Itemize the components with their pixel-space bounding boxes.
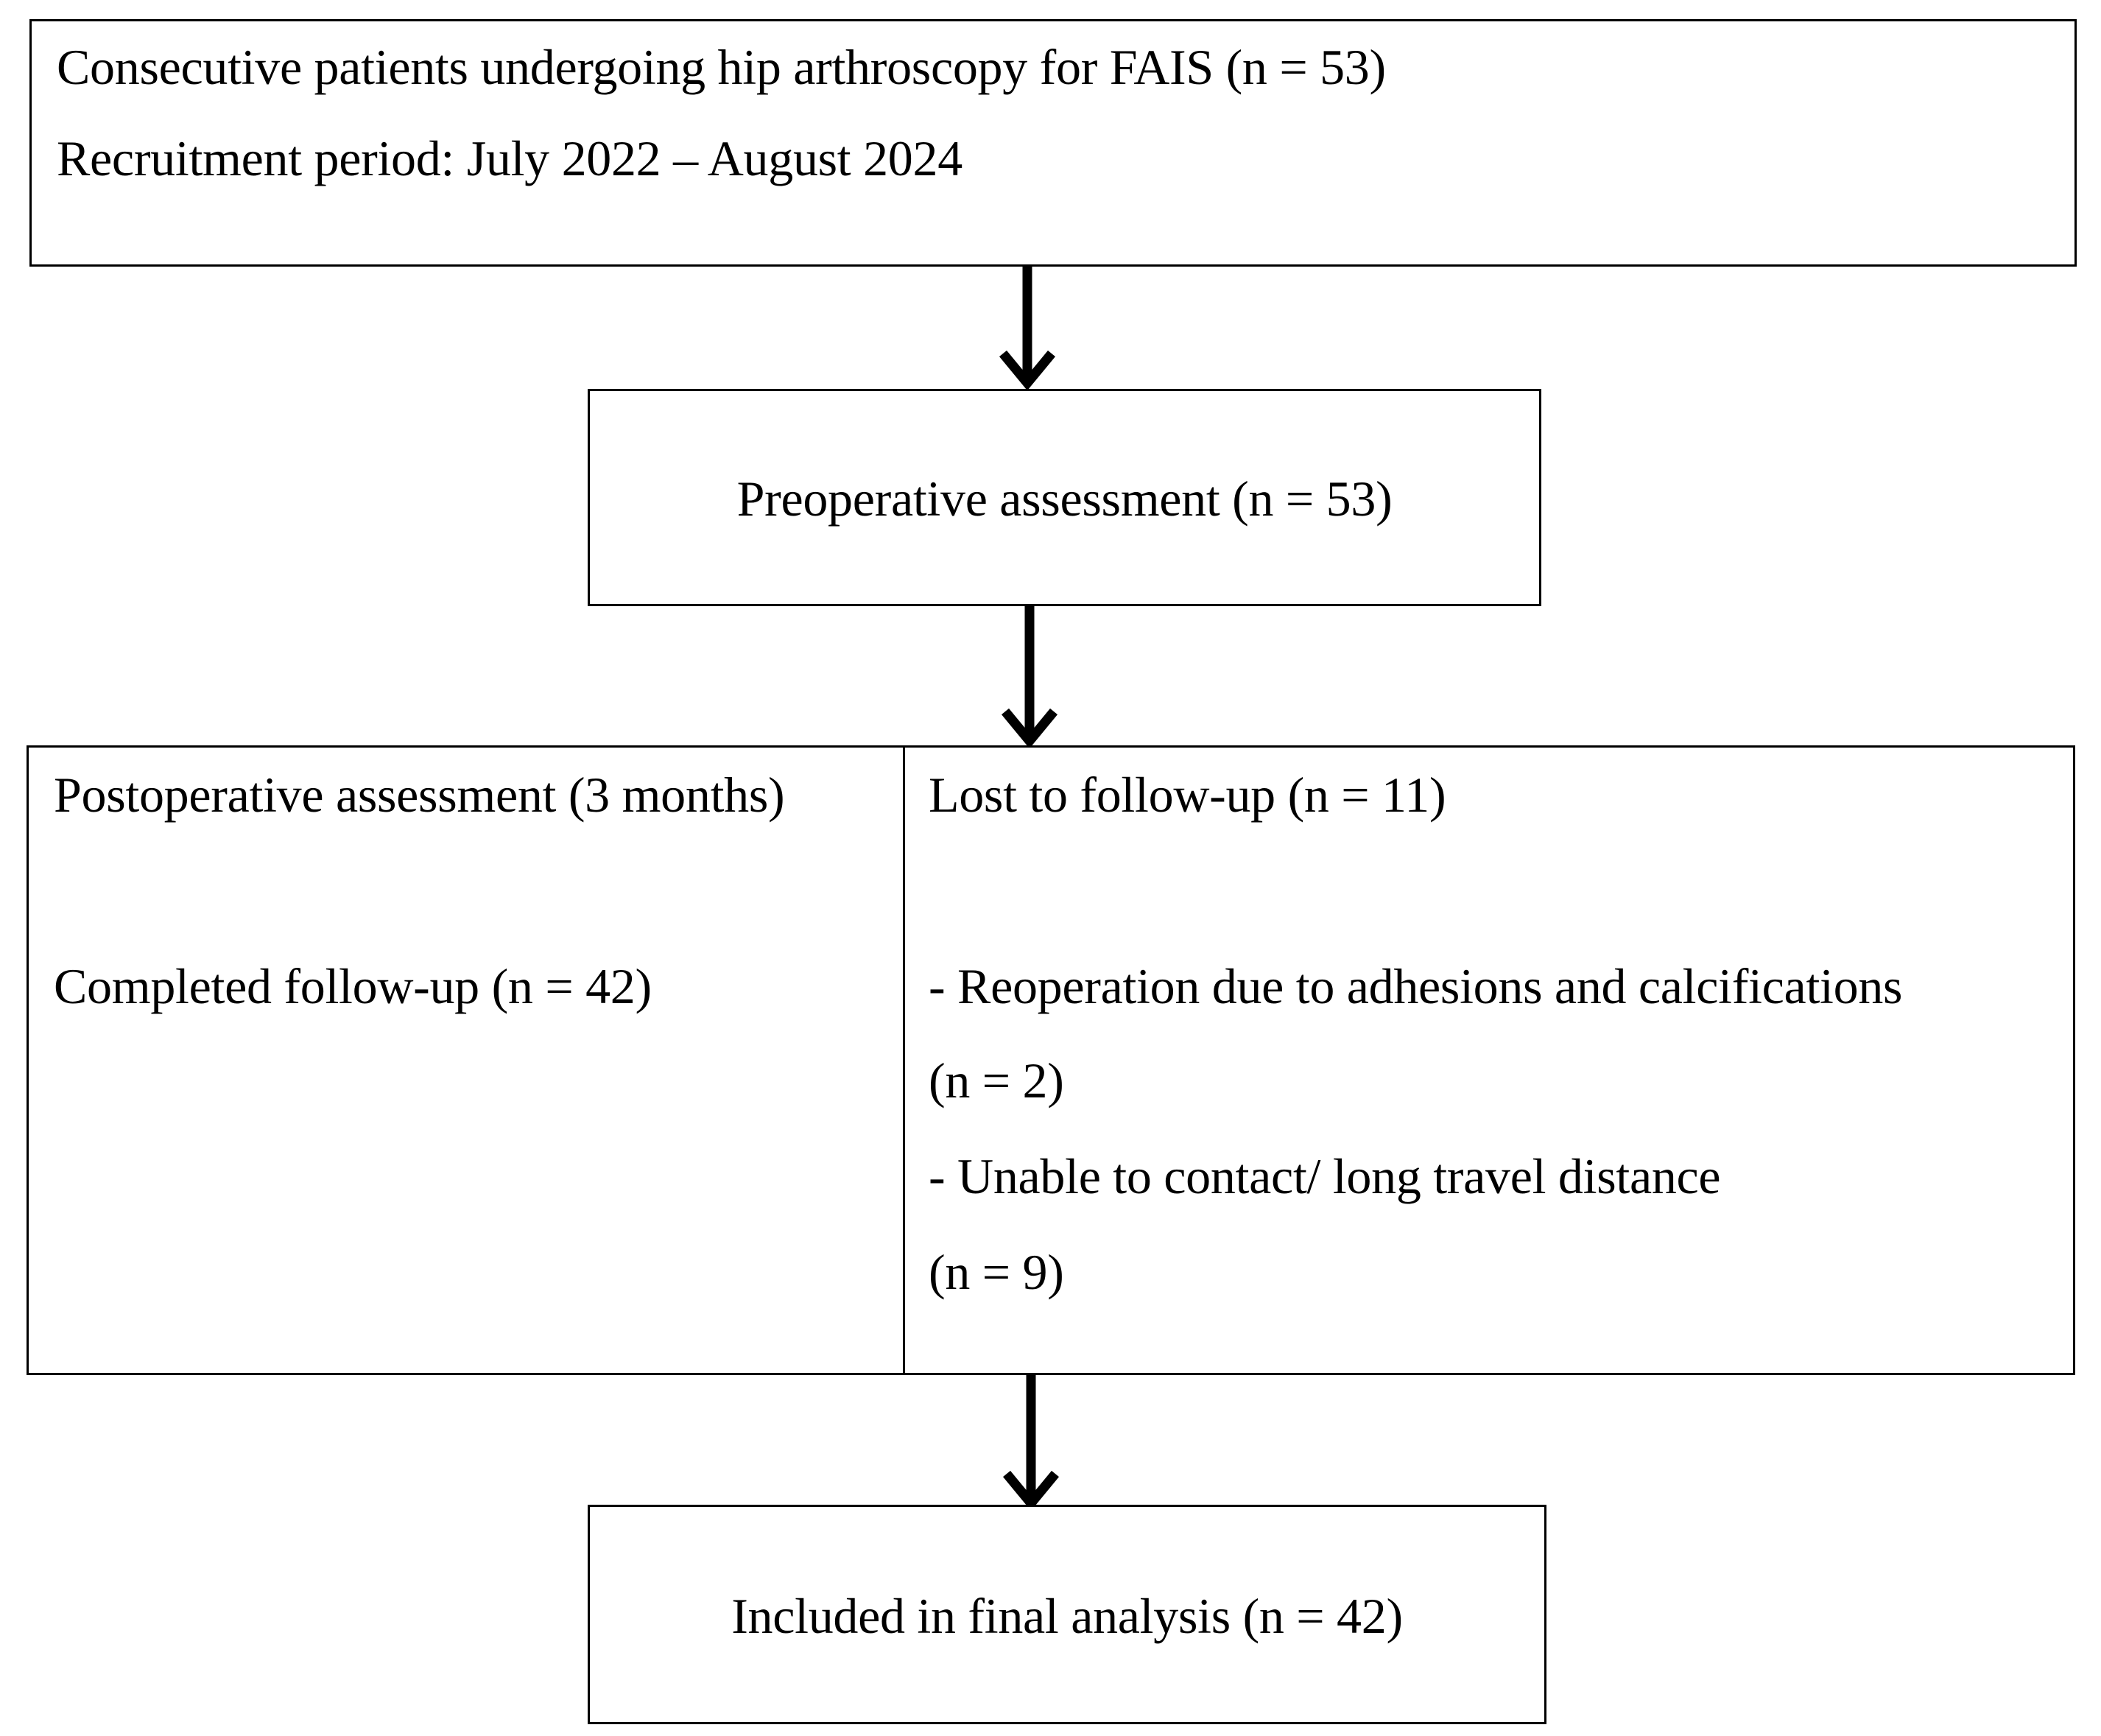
preoperative-box: Preoperative assessment (n = 53) — [588, 389, 1541, 606]
reason-unable-contact-line-1: - Unable to contact/ long travel distanc… — [929, 1148, 1721, 1204]
reason-unable-contact-line-2: (n = 9) — [929, 1244, 1064, 1300]
follow-up-divider — [903, 748, 905, 1373]
completed-follow-up: Completed follow-up (n = 42) — [54, 958, 652, 1014]
preoperative-label: Preoperative assessment (n = 53) — [736, 471, 1393, 527]
recruitment-line-2: Recruitment period: July 2022 – August 2… — [57, 130, 962, 186]
recruitment-box: Consecutive patients undergoing hip arth… — [29, 19, 2077, 267]
final-analysis-label: Included in final analysis (n = 42) — [731, 1588, 1403, 1644]
recruitment-line-1: Consecutive patients undergoing hip arth… — [57, 39, 1386, 95]
reason-reoperation-line-2: (n = 2) — [929, 1053, 1064, 1108]
arrow-down-3 — [1002, 1375, 1060, 1511]
follow-up-box: Postoperative assessment (3 months) Comp… — [27, 745, 2075, 1375]
postoperative-title: Postoperative assessment (3 months) — [54, 767, 785, 823]
reason-reoperation-line-1: - Reoperation due to adhesions and calci… — [929, 958, 1903, 1014]
lost-to-follow-up-title: Lost to follow-up (n = 11) — [929, 767, 1446, 823]
arrow-down-1 — [999, 267, 1056, 391]
arrow-down-2 — [1001, 606, 1058, 749]
final-analysis-box: Included in final analysis (n = 42) — [588, 1505, 1546, 1724]
